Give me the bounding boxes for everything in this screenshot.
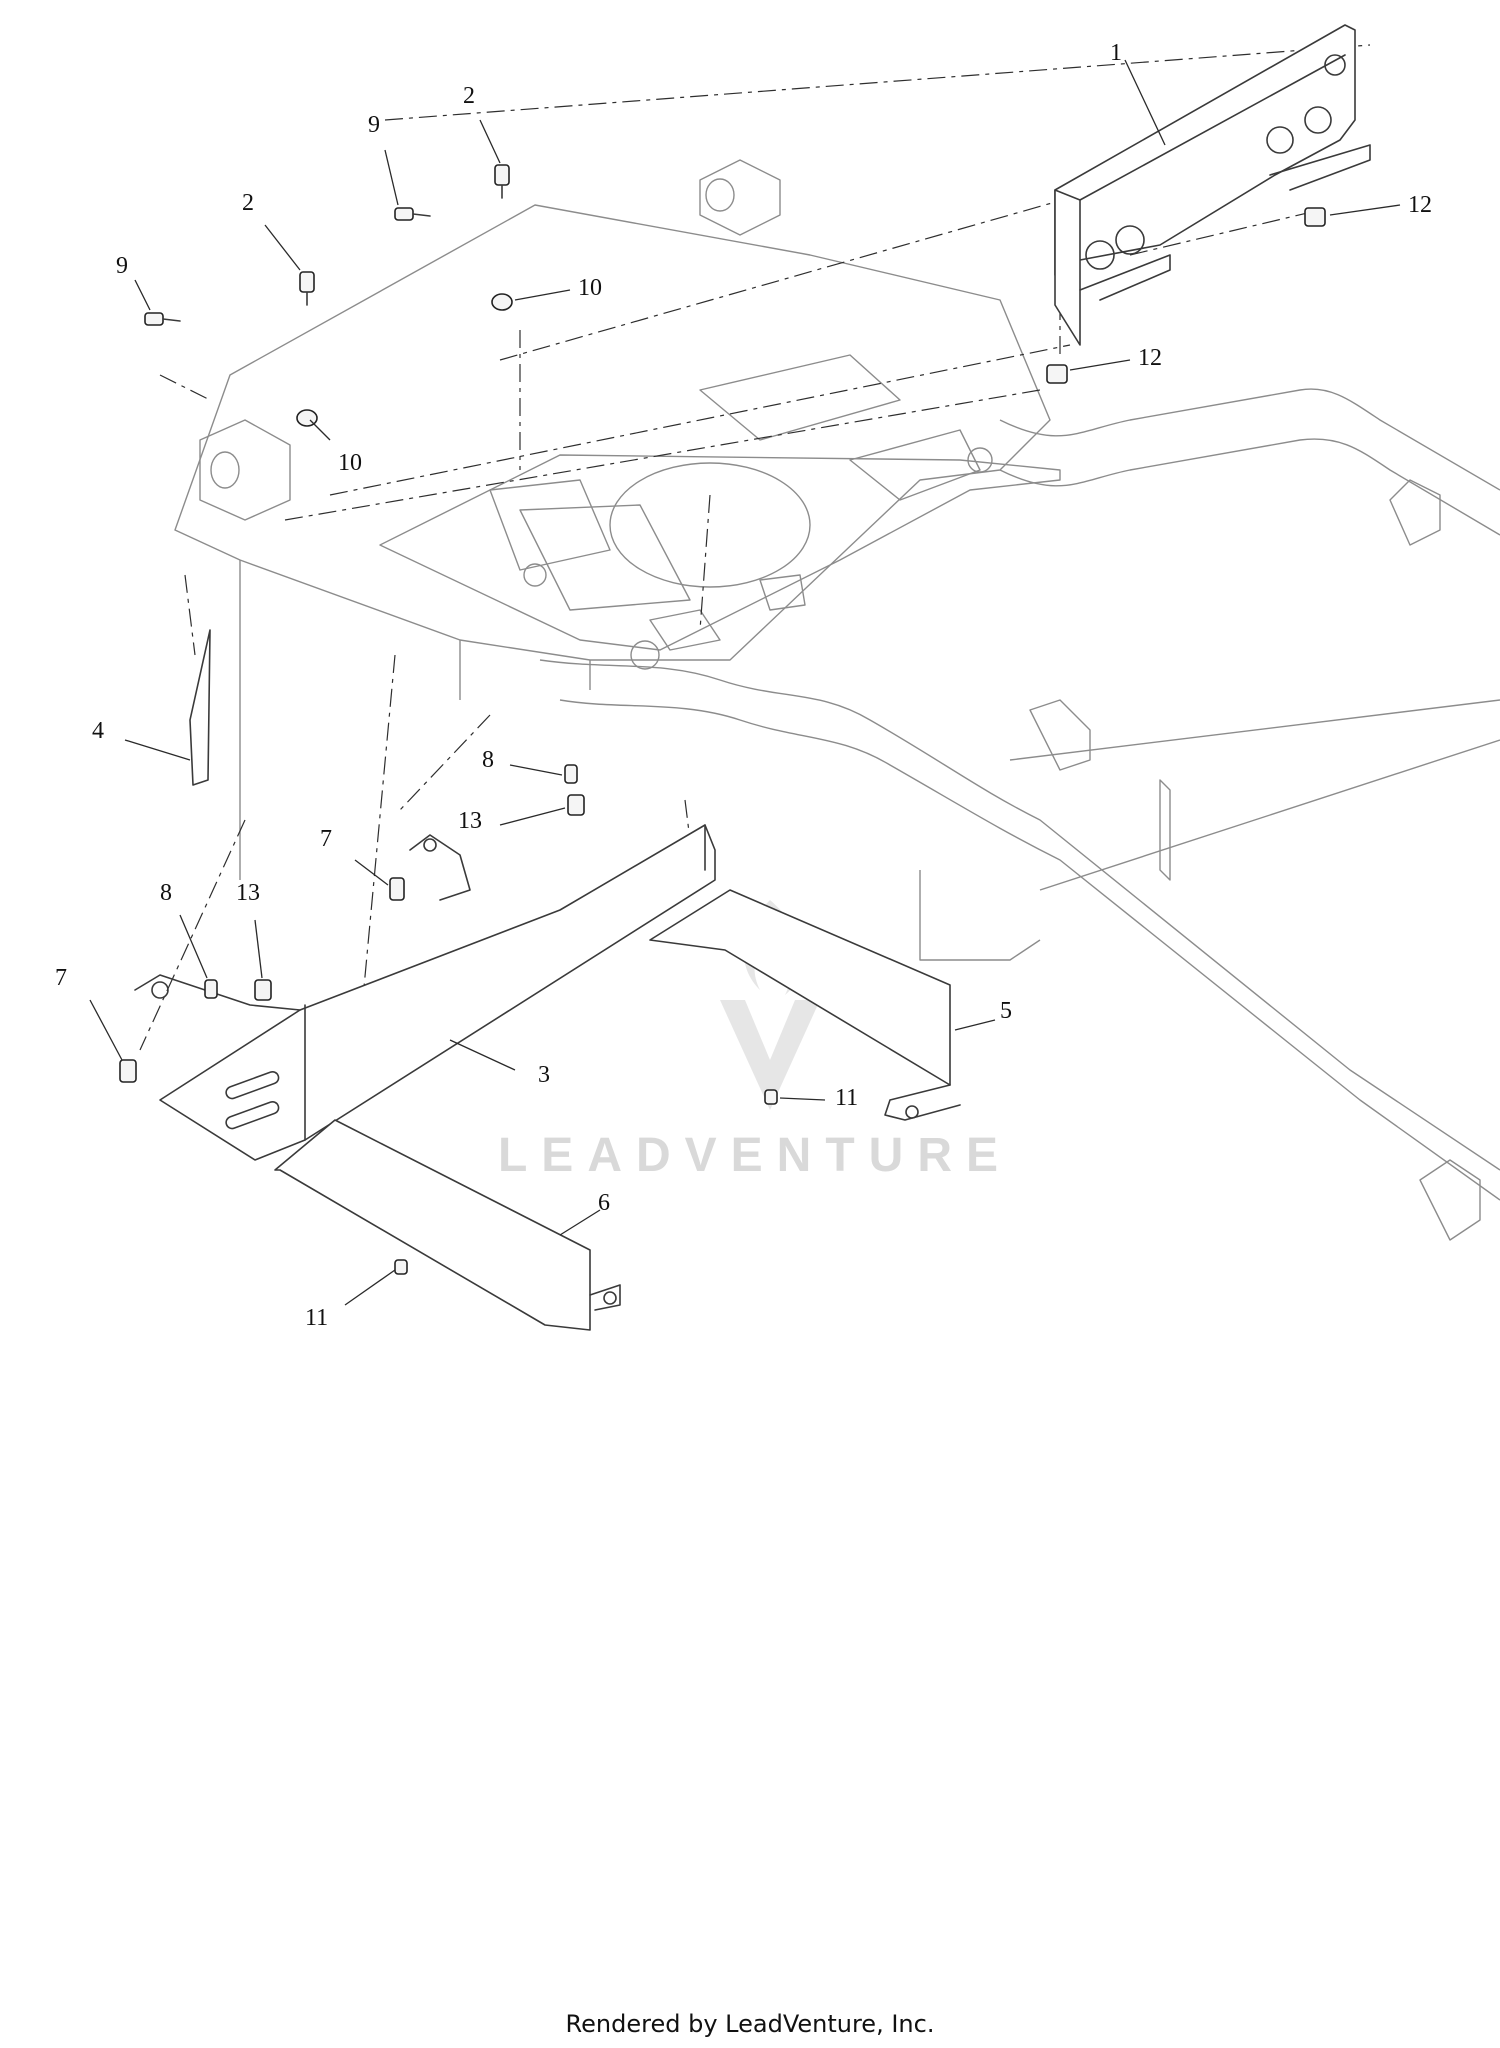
mower-frame [174, 159, 1500, 1241]
callout-11-left: 11 [305, 1305, 328, 1331]
callout-4: 4 [92, 718, 104, 744]
bolt-9-upper-icon [394, 207, 431, 221]
callout-7-lower: 7 [55, 965, 67, 991]
callout-13-lower: 13 [236, 880, 260, 906]
bolt-7-upper-icon [389, 877, 405, 901]
callout-12-upper: 12 [1408, 192, 1432, 218]
screw-11-right-icon [764, 1089, 778, 1105]
callout-10-lower: 10 [338, 450, 362, 476]
clip-nut-12-upper-icon [1304, 207, 1326, 227]
hardware-fasteners [119, 164, 1326, 1275]
bolt-9-lower-icon [144, 312, 181, 326]
part-1-bracket [1054, 24, 1371, 346]
screw-2-upper-icon [494, 164, 510, 199]
callout-1: 1 [1110, 40, 1122, 66]
callout-2-lower: 2 [242, 190, 254, 216]
callout-labels: 1 2 2 9 9 10 10 12 12 4 8 13 7 8 13 7 3 … [55, 40, 1432, 1331]
bolt-7-lower-icon [119, 1059, 137, 1083]
pin-13-upper-icon [567, 794, 585, 816]
pin-13-lower-icon [254, 979, 272, 1001]
part-5-shield [649, 889, 961, 1121]
watermark-text: LEADVENTURE [497, 1129, 1013, 1182]
callout-10-upper: 10 [578, 275, 602, 301]
alignment-lines [139, 44, 1371, 1051]
pin-8-lower-icon [204, 979, 218, 999]
callout-9-upper: 9 [368, 112, 380, 138]
callout-12-lower: 12 [1138, 345, 1162, 371]
callout-13-upper: 13 [458, 808, 482, 834]
callout-5: 5 [1000, 998, 1012, 1024]
callout-2-upper: 2 [463, 83, 475, 109]
rendered-by-footer: Rendered by LeadVenture, Inc. [565, 2010, 935, 2038]
screw-2-lower-icon [299, 271, 315, 306]
part-6-shield [274, 1119, 621, 1331]
clip-nut-12-lower-icon [1046, 364, 1068, 384]
part-4-wedge [189, 629, 211, 786]
part-3-bracket [134, 824, 716, 1161]
leader-lines [89, 59, 1401, 1306]
parts-diagram: 1 2 2 9 9 10 10 12 12 4 8 13 7 8 13 7 3 … [55, 24, 1500, 1331]
nut-10-upper-icon [491, 293, 513, 311]
callout-8-lower: 8 [160, 880, 172, 906]
callout-11-right: 11 [835, 1085, 858, 1111]
callout-6: 6 [598, 1190, 610, 1216]
screw-11-left-icon [394, 1259, 408, 1275]
callout-7-upper: 7 [320, 826, 332, 852]
callout-9-lower: 9 [116, 253, 128, 279]
pin-8-upper-icon [564, 764, 578, 784]
callout-8-upper: 8 [482, 747, 494, 773]
callout-3: 3 [538, 1062, 550, 1088]
